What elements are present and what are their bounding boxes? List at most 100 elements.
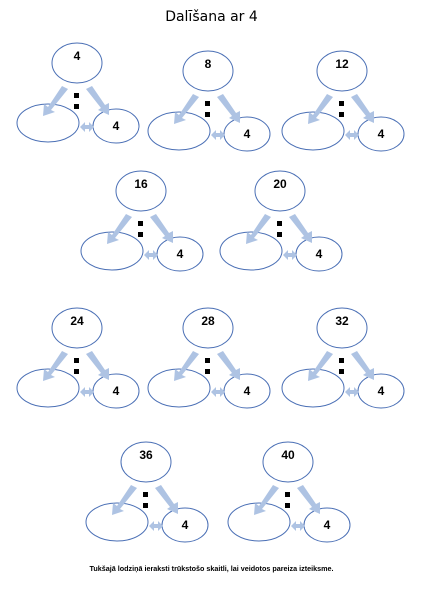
answer-blank[interactable] (282, 369, 344, 407)
arrow-down-right-icon (351, 94, 374, 123)
divisor-label: 4 (243, 127, 251, 141)
answer-circle (16, 103, 80, 143)
diagram-shapes (85, 441, 209, 543)
answer-circle (219, 231, 283, 271)
division-symbol-dot (339, 112, 344, 117)
dividend-circle (316, 307, 368, 349)
dividend-label: 20 (273, 177, 287, 191)
diagram-shapes (227, 441, 351, 543)
double-arrow-icon (80, 387, 94, 397)
divisor-label: 4 (176, 247, 184, 261)
page-title: Dalīšana ar 4 (165, 9, 258, 25)
arrow-down-right-icon (351, 351, 374, 380)
division-symbol-dot (205, 112, 210, 117)
division-diagram: 32 4 (281, 307, 405, 412)
dividend-circle (115, 170, 167, 212)
arrow-down-right-icon (86, 86, 109, 115)
diagram-shapes (16, 42, 140, 144)
division-symbol-dot (277, 221, 282, 226)
division-symbol-dot (205, 369, 210, 374)
arrow-down-left-icon (43, 351, 68, 381)
arrow-down-left-icon (174, 94, 199, 124)
answer-blank[interactable] (86, 503, 148, 541)
arrow-down-right-icon (86, 351, 109, 380)
arrow-down-left-icon (174, 351, 199, 381)
arrow-down-left-icon (43, 86, 68, 116)
dividend-label: 24 (70, 314, 84, 328)
division-symbol-dot (277, 232, 282, 237)
division-symbol-dot (74, 93, 79, 98)
division-diagram: 20 4 (219, 170, 343, 275)
dividend-label: 32 (335, 314, 349, 328)
arrow-down-left-icon (112, 485, 137, 515)
arrow-down-left-icon (107, 214, 132, 244)
answer-blank[interactable] (81, 232, 143, 270)
dividend-circle (182, 50, 234, 92)
arrow-down-left-icon (254, 485, 279, 515)
instruction-text: Tukšajā lodziņā ieraksti trūkstošo skait… (89, 564, 334, 573)
arrow-down-right-icon (297, 485, 320, 514)
answer-blank[interactable] (220, 232, 282, 270)
dividend-circle (182, 307, 234, 349)
arrow-down-left-icon (308, 94, 333, 124)
dividend-circle (316, 50, 368, 92)
double-arrow-icon (345, 130, 359, 140)
double-arrow-icon (80, 122, 94, 132)
division-symbol-dot (339, 369, 344, 374)
answer-circle (281, 368, 345, 408)
dividend-label: 28 (201, 314, 215, 328)
answer-blank[interactable] (17, 369, 79, 407)
division-diagram: 28 4 (147, 307, 271, 412)
double-arrow-icon (283, 250, 297, 260)
answer-blank[interactable] (17, 104, 79, 142)
double-arrow-icon (211, 387, 225, 397)
dividend-circle (51, 42, 103, 84)
answer-blank[interactable] (148, 112, 210, 150)
dividend-circle (120, 441, 172, 483)
dividend-label: 4 (73, 49, 81, 63)
answer-blank[interactable] (148, 369, 210, 407)
dividend-label: 40 (281, 448, 295, 462)
divisor-label: 4 (112, 384, 120, 398)
answer-circle (16, 368, 80, 408)
division-symbol-dot (339, 101, 344, 106)
arrow-down-right-icon (217, 351, 240, 380)
diagram-shapes (281, 50, 405, 152)
double-arrow-icon (149, 521, 163, 531)
answer-blank[interactable] (228, 503, 290, 541)
answer-circle (85, 502, 149, 542)
divisor-label: 4 (243, 384, 251, 398)
answer-circle (147, 368, 211, 408)
divisor-label: 4 (377, 384, 385, 398)
divisor-label: 4 (323, 518, 331, 532)
divisor-label: 4 (112, 119, 120, 133)
arrow-down-right-icon (217, 94, 240, 123)
divisor-label: 4 (315, 247, 323, 261)
division-symbol-dot (205, 358, 210, 363)
double-arrow-icon (291, 521, 305, 531)
answer-circle (80, 231, 144, 271)
division-symbol-dot (74, 369, 79, 374)
double-arrow-icon (345, 387, 359, 397)
answer-circle (147, 111, 211, 151)
division-symbol-dot (143, 492, 148, 497)
division-diagram: 24 4 (16, 307, 140, 412)
division-symbol-dot (285, 503, 290, 508)
diagram-shapes (147, 307, 271, 409)
arrow-down-right-icon (150, 214, 173, 243)
diagram-shapes (80, 170, 204, 272)
dividend-label: 12 (335, 57, 349, 71)
division-symbol-dot (205, 101, 210, 106)
dividend-circle (51, 307, 103, 349)
double-arrow-icon (144, 250, 158, 260)
division-diagram: 12 4 (281, 50, 405, 155)
diagram-shapes (16, 307, 140, 409)
dividend-label: 36 (139, 448, 153, 462)
diagram-shapes (147, 50, 271, 152)
divisor-label: 4 (377, 127, 385, 141)
answer-blank[interactable] (282, 112, 344, 150)
division-symbol-dot (285, 492, 290, 497)
